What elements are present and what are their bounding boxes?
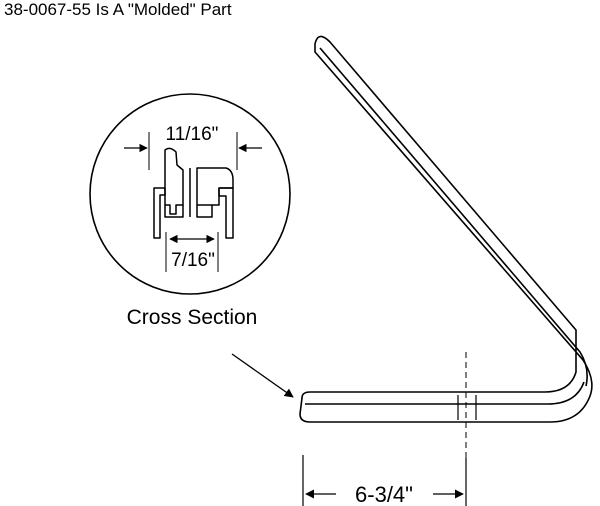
diagram-title: 38-0067-55 Is A "Molded" Part [4,0,232,19]
length-dimension: 6-3/4" [302,455,467,506]
cross-section-caption: Cross Section [127,306,258,329]
length-label: 6-3/4" [355,482,413,506]
part-outline [299,35,593,423]
leader-arrow [231,353,294,398]
top-width-dimension: 11/16" [124,124,262,170]
cross-section-detail: 11/16" 7/16" Cross Section [89,93,291,329]
inner-width-label: 7/16" [171,250,215,271]
cross-section-profile [153,147,234,239]
inner-width-dimension: 7/16" [165,232,219,272]
cross-section-circle [89,93,291,295]
top-width-label: 11/16" [166,124,219,145]
molded-part [299,35,593,423]
